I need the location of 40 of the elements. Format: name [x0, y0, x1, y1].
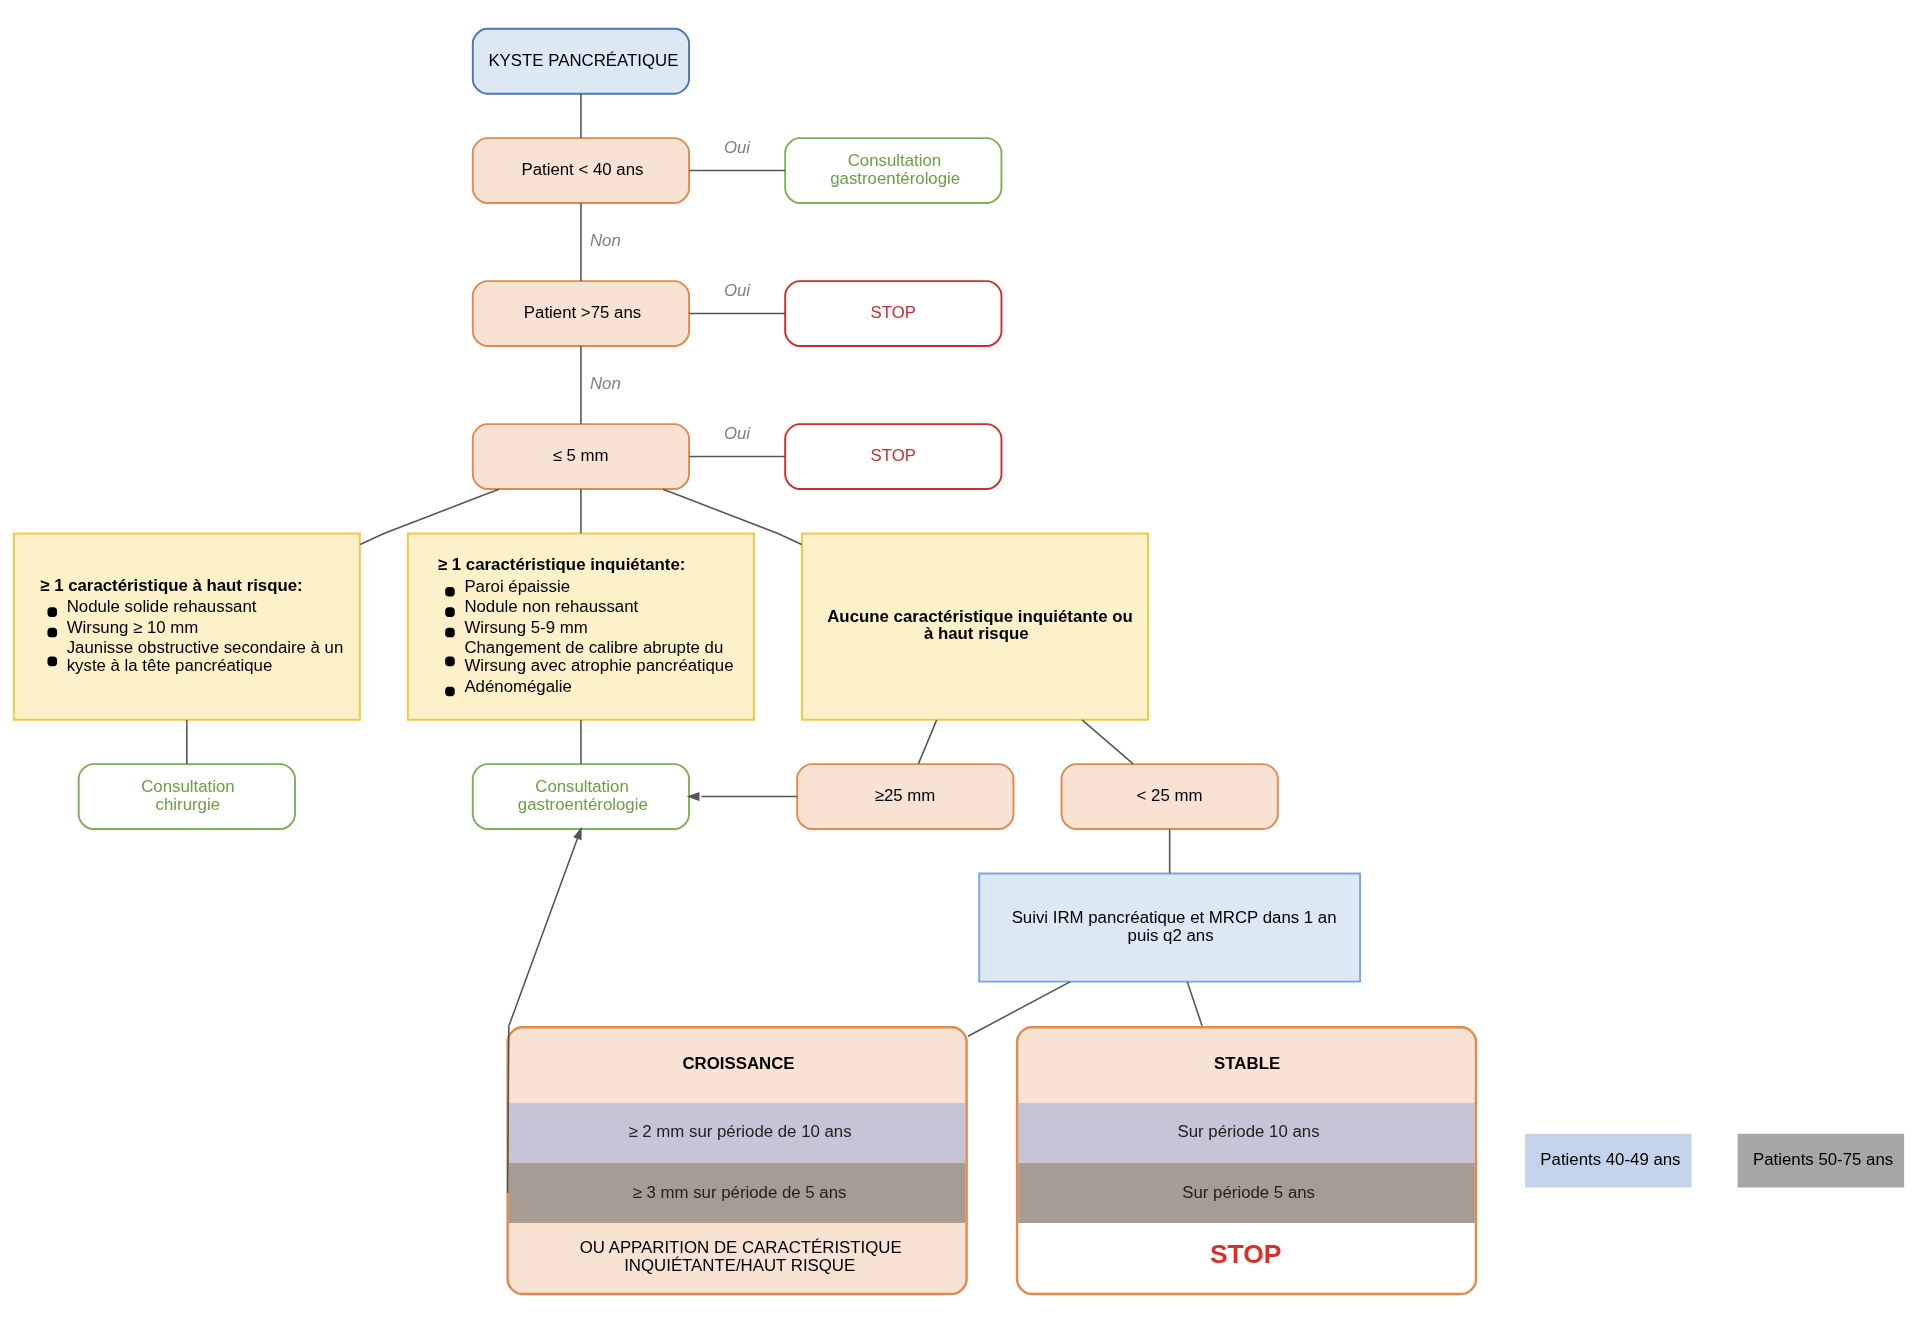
- connector: [966, 980, 1071, 1038]
- node-box: STOP: [783, 280, 1002, 347]
- node-box: ≥ 1 caractéristique inquiétante: Paroi épaissie Nodule non rehaussant Wirsung 5-9 mm Changement de calibre abrupte du Wirsung avec atrophie pancréatique Adénomégalie: [406, 532, 755, 721]
- edge-label: Oui: [723, 138, 750, 158]
- connector: [579, 202, 582, 282]
- node-box: Consultation gastroentérologie: [783, 137, 1002, 204]
- connector: [1168, 828, 1170, 874]
- node-box: STOP: [783, 423, 1002, 490]
- node-box: KYSTE PANCRÉATIQUE: [471, 27, 690, 95]
- edge-label: Non: [589, 373, 621, 393]
- connector: [579, 719, 582, 765]
- node-box: Consultation gastroentérologie: [471, 763, 690, 830]
- connector: [579, 93, 582, 139]
- node-box: ≤ 5 mm: [471, 423, 690, 490]
- connector: [358, 488, 500, 546]
- node-box: ≥ 1 caractéristique à haut risque: Nodule solide rehaussant Wirsung ≥ 10 mm Jaunisse obstructive secondaire à un kyste à la tête pancréatique: [12, 532, 361, 721]
- edge-label: Oui: [723, 424, 750, 444]
- connector: [579, 345, 582, 425]
- node-box: Patients 40-49 ans: [1524, 1133, 1691, 1188]
- connector: [1080, 719, 1134, 765]
- connector: [688, 169, 786, 172]
- node-box: ≥25 mm: [795, 763, 1014, 830]
- edge-label: Oui: [723, 281, 750, 301]
- connector: [1186, 980, 1203, 1027]
- arrow: [686, 792, 798, 802]
- connector: [688, 455, 786, 458]
- connector: [917, 719, 937, 765]
- connector: [185, 719, 188, 765]
- node-box: Consultation chirurgie: [77, 763, 296, 830]
- node-box: Patients 50-75 ans: [1737, 1133, 1904, 1188]
- edge-label: Non: [589, 230, 621, 250]
- node-box: Patient >75 ans: [471, 280, 690, 347]
- node-box: Aucune caractéristique inquiétante ou à haut risque: [800, 532, 1149, 721]
- node-box: Patient < 40 ans: [471, 137, 690, 204]
- node-box: < 25 mm: [1060, 763, 1279, 830]
- connector: [661, 488, 802, 546]
- arrow: [506, 826, 582, 1194]
- node-box: Suivi IRM pancréatique et MRCP dans 1 an puis q2 ans: [977, 872, 1361, 983]
- connector: [579, 488, 582, 534]
- connector: [688, 312, 786, 315]
